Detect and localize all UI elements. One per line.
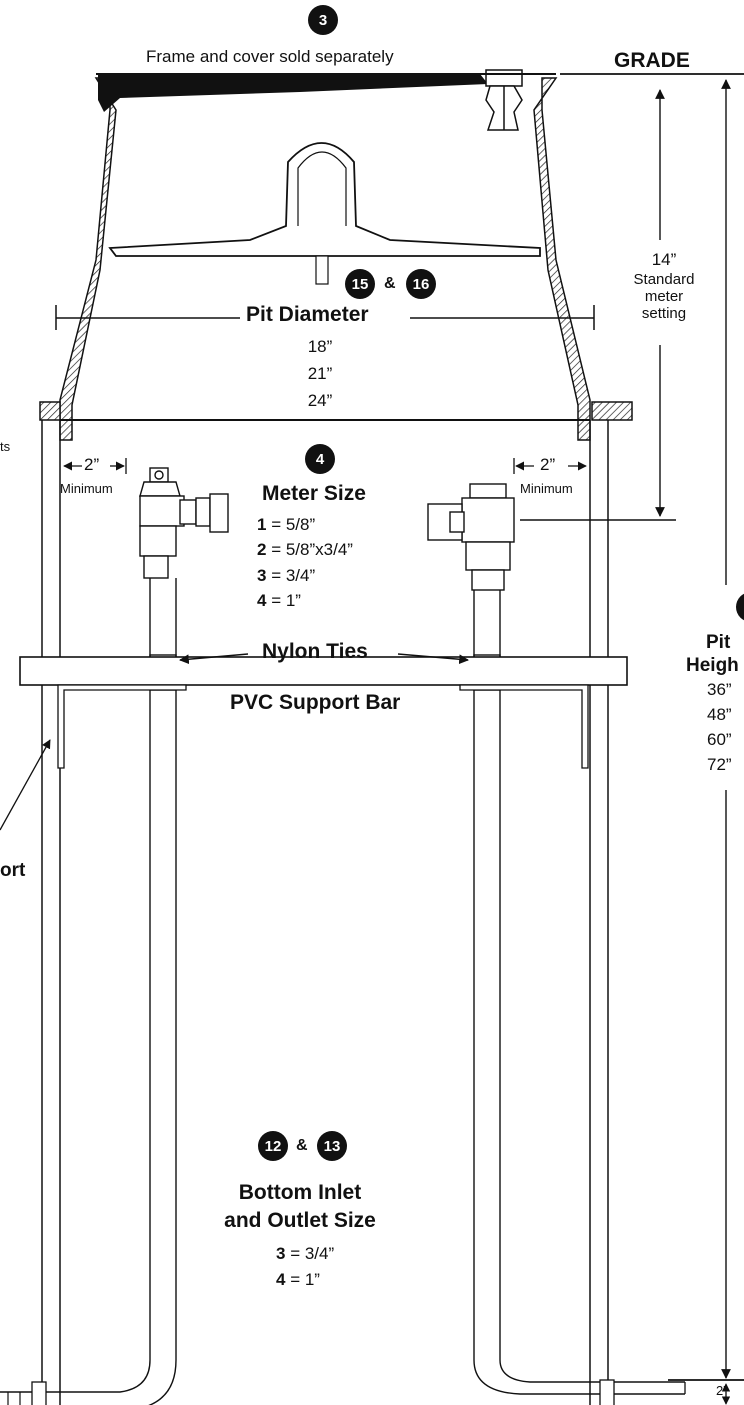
left-edge-fragment: ts (0, 439, 11, 454)
left-clearance-value: 2” (84, 455, 100, 474)
support-leader (0, 739, 51, 831)
bottom-option: 4 = 1” (276, 1270, 320, 1289)
left-flange (39, 401, 61, 421)
right-valve (427, 483, 515, 591)
pit-height-option: 36” (707, 680, 732, 699)
setting-depth: 14” (651, 250, 677, 269)
pvc-support-bar (19, 656, 628, 686)
ties-arrow-right (397, 653, 469, 665)
left-clearance-label: Minimum (60, 481, 113, 496)
pit-diameter-dimension (55, 305, 595, 330)
diameter-badge-a: 15 (345, 269, 375, 299)
right-riser (473, 590, 501, 1360)
bottom-title-line1: Bottom Inlet (238, 1181, 362, 1204)
pit-height-option: 72” (707, 755, 732, 774)
right-bracket (459, 684, 589, 769)
pit-walls (41, 420, 609, 1405)
nylon-ties-label: Nylon Ties (262, 640, 368, 663)
left-riser (149, 578, 177, 1360)
frame-right-wall (533, 77, 591, 441)
diameter-badge-b: 16 (406, 269, 436, 299)
setting-line1: Standard (633, 271, 695, 288)
meter-option: 2 = 5/8”x3/4” (257, 540, 353, 559)
pit-diameter-title: Pit Diameter (246, 303, 369, 326)
pvc-support-bar-label: PVC Support Bar (230, 691, 401, 714)
right-elbow (473, 1359, 685, 1395)
diameter-amp: & (384, 275, 396, 292)
diameter-option: 18” (307, 337, 333, 356)
pit-height-line2: Heigh (686, 655, 739, 676)
bottom-option: 3 = 3/4” (276, 1244, 335, 1263)
pit-height-option: 60” (707, 730, 732, 749)
lid-lock (485, 69, 523, 131)
setting-line2: meter (644, 288, 684, 305)
inner-lid (108, 142, 541, 257)
meter-option: 1 = 5/8” (257, 515, 316, 534)
left-bracket (57, 684, 187, 769)
meter-option: 3 = 3/4” (257, 566, 316, 585)
ties-arrow-left (179, 653, 249, 665)
frame-note: Frame and cover sold separately (146, 47, 394, 66)
diameter-option: 24” (307, 391, 333, 410)
meter-option: 4 = 1” (257, 591, 301, 610)
pit-height-option: 48” (707, 705, 732, 724)
left-elbow (0, 1359, 151, 1393)
meter-size-title: Meter Size (262, 482, 366, 505)
bottom-badge-b: 13 (317, 1131, 347, 1161)
support-fragment: ort (0, 860, 26, 881)
right-clearance-value: 2” (540, 455, 556, 474)
right-flange (591, 401, 633, 421)
bottom-gap-label: 2” (716, 1383, 728, 1398)
diameter-option: 21” (307, 364, 333, 383)
left-valve (139, 467, 229, 579)
cover (98, 74, 488, 112)
bottom-amp: & (296, 1137, 308, 1154)
bottom-badge-a: 12 (258, 1131, 288, 1161)
frame-left-wall (59, 77, 117, 441)
setting-line3: setting (641, 305, 687, 322)
pit-height-line1: Pit (706, 632, 731, 653)
bottom-title-line2: and Outlet Size (224, 1209, 376, 1232)
pit-height-badge (736, 592, 744, 622)
right-clearance-label: Minimum (520, 481, 573, 496)
frame-badge: 3 (308, 5, 338, 35)
grade-label: GRADE (614, 49, 690, 72)
meter-badge: 4 (305, 444, 335, 474)
